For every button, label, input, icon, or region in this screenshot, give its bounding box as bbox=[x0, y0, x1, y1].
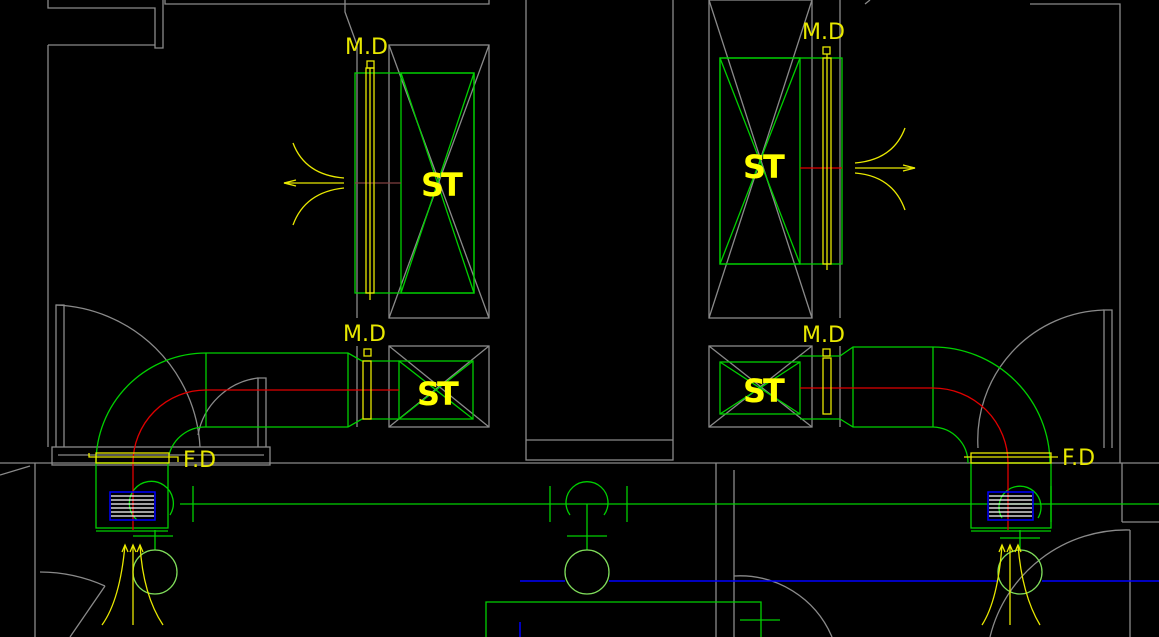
grilles bbox=[109, 491, 1159, 637]
st-label: ST bbox=[743, 148, 785, 186]
st-label: ST bbox=[421, 166, 463, 204]
fd-label: F.D bbox=[1062, 446, 1095, 471]
st-label: ST bbox=[743, 372, 785, 410]
centerlines bbox=[132, 167, 1009, 530]
md-label: M.D bbox=[343, 322, 386, 347]
md-label: M.D bbox=[345, 35, 388, 60]
md-label: M.D bbox=[802, 20, 845, 45]
st-label: ST bbox=[417, 375, 459, 413]
dampers bbox=[88, 46, 1058, 626]
fd-label: F.D bbox=[183, 448, 216, 473]
md-label: M.D bbox=[802, 323, 845, 348]
